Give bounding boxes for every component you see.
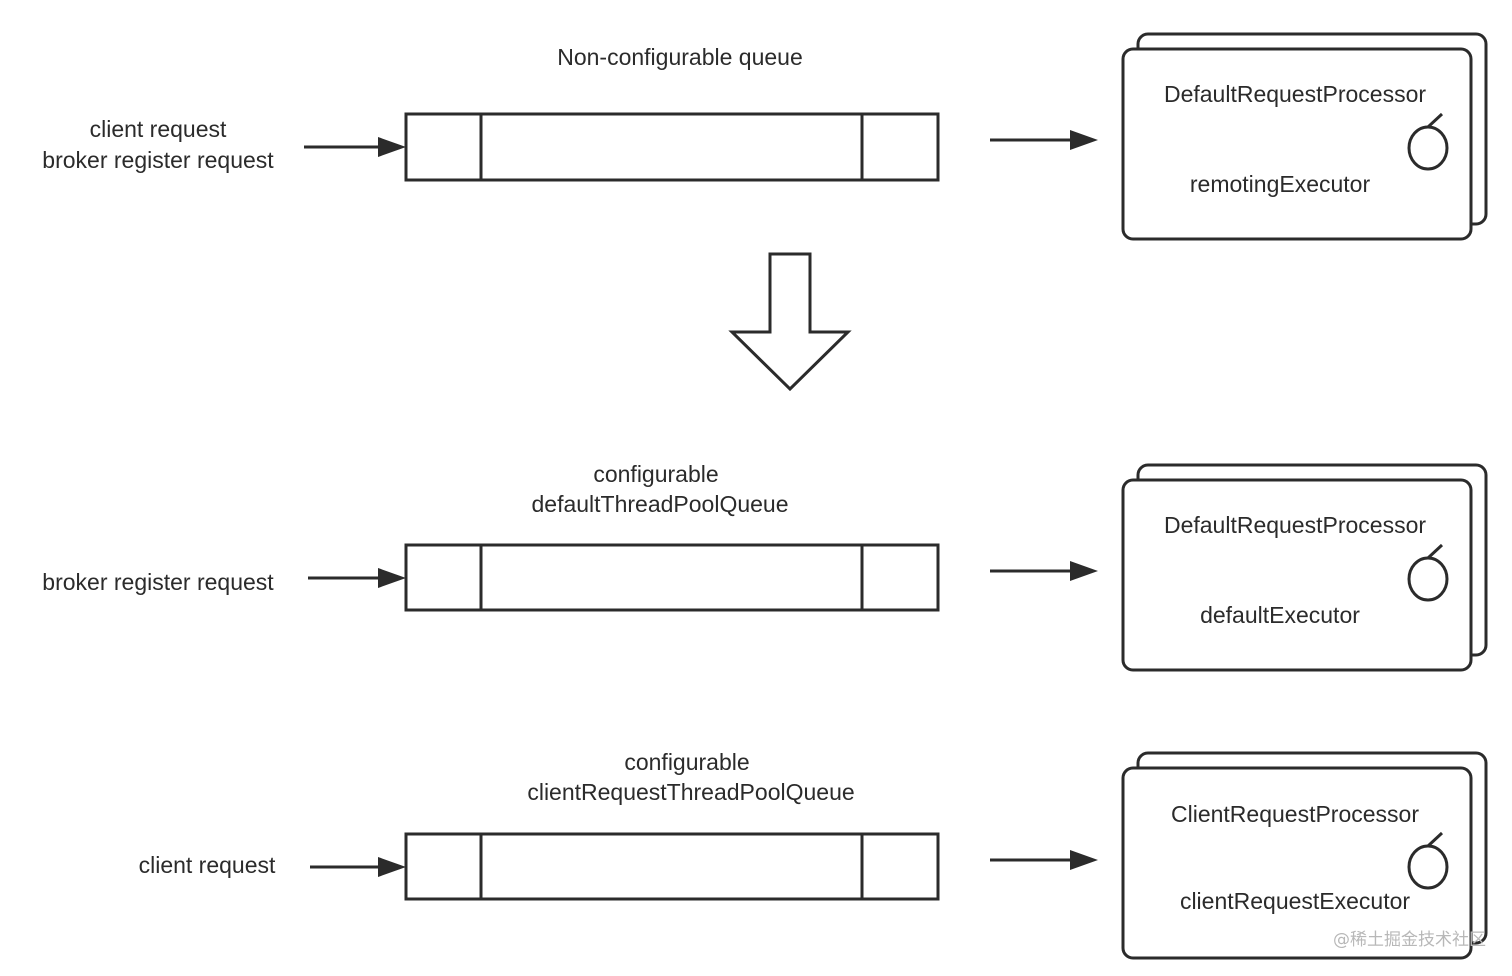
top-queue xyxy=(404,112,940,182)
middle-input-label: broker register request xyxy=(42,569,274,595)
middle-executor-name: defaultExecutor xyxy=(1200,602,1360,628)
bottom-queue-title-line1: configurable xyxy=(624,749,749,775)
middle-queue-title-line1: configurable xyxy=(593,461,718,487)
thread-cycle-icon xyxy=(1407,543,1449,602)
top-input-label-line2: broker register request xyxy=(42,147,274,173)
section-middle: configurable defaultThreadPoolQueue brok… xyxy=(42,461,1488,672)
middle-processor-stack: DefaultRequestProcessor defaultExecutor xyxy=(1121,463,1488,672)
top-input-label-line1: client request xyxy=(90,116,227,142)
top-input-arrow xyxy=(304,137,406,157)
down-arrow-icon xyxy=(728,252,852,392)
thread-cycle-icon xyxy=(1407,831,1449,890)
bottom-input-label: client request xyxy=(139,852,276,878)
section-top: Non-configurable queue client request br… xyxy=(42,32,1488,241)
bottom-processor-stack: ClientRequestProcessor clientRequestExec… xyxy=(1121,751,1488,960)
thread-cycle-icon xyxy=(1407,112,1449,171)
bottom-executor-name: clientRequestExecutor xyxy=(1180,888,1410,914)
bottom-processor-card xyxy=(1121,766,1473,960)
middle-queue xyxy=(404,543,940,612)
middle-processor-card xyxy=(1121,478,1473,672)
bottom-input-arrow xyxy=(310,857,406,877)
section-bottom: configurable clientRequestThreadPoolQueu… xyxy=(139,749,1488,960)
top-processor-name: DefaultRequestProcessor xyxy=(1164,81,1426,107)
top-output-arrow xyxy=(990,130,1098,150)
top-processor-stack: DefaultRequestProcessor remotingExecutor xyxy=(1121,32,1488,241)
middle-processor-name: DefaultRequestProcessor xyxy=(1164,512,1426,538)
bottom-queue-title-line2: clientRequestThreadPoolQueue xyxy=(527,779,854,805)
bottom-output-arrow xyxy=(990,850,1098,870)
bottom-queue xyxy=(404,832,940,901)
bottom-processor-name: ClientRequestProcessor xyxy=(1171,801,1419,827)
watermark: @稀土掘金技术社区 xyxy=(1333,930,1486,950)
middle-output-arrow xyxy=(990,561,1098,581)
top-processor-card xyxy=(1121,47,1473,241)
top-executor-name: remotingExecutor xyxy=(1190,171,1371,197)
top-queue-title: Non-configurable queue xyxy=(557,44,803,70)
middle-queue-title-line2: defaultThreadPoolQueue xyxy=(531,491,788,517)
middle-input-arrow xyxy=(308,568,406,588)
